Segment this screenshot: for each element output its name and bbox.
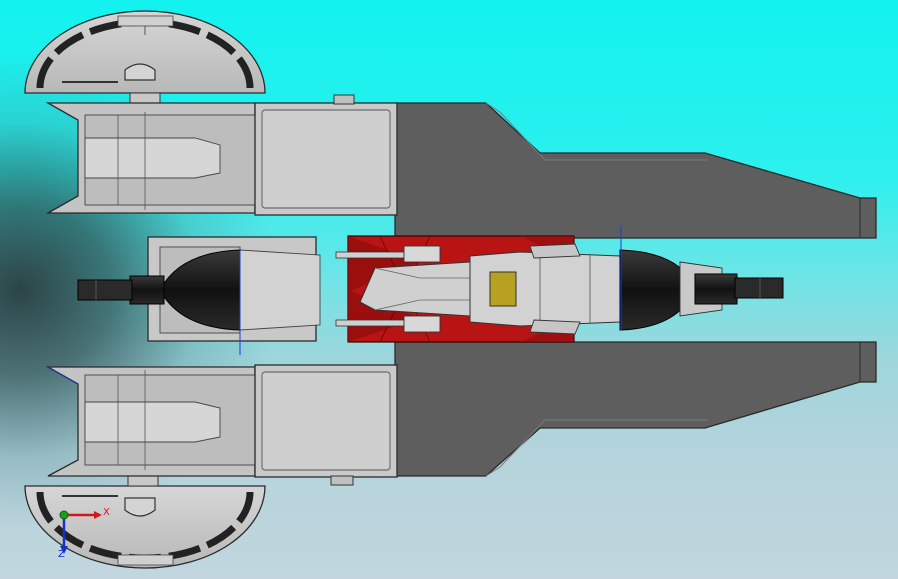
z-axis-arrowhead: [60, 546, 68, 554]
lower-wing[interactable]: [394, 341, 877, 477]
upper-wing[interactable]: [394, 102, 877, 239]
bottom-wheel-disc[interactable]: [24, 475, 266, 569]
x-axis-arrowhead: [94, 511, 102, 519]
reference-triad: [59, 510, 102, 554]
y-axis-dot: [59, 510, 69, 520]
left-nozzle[interactable]: [77, 249, 241, 355]
lower-pod[interactable]: [45, 364, 398, 486]
z-axis-label: Z: [58, 549, 65, 560]
right-nozzle[interactable]: [619, 226, 784, 331]
upper-pod[interactable]: [45, 94, 398, 216]
top-wheel-disc[interactable]: [24, 10, 266, 104]
x-axis-label: X: [103, 507, 110, 518]
inner-mechanism[interactable]: [335, 243, 621, 335]
